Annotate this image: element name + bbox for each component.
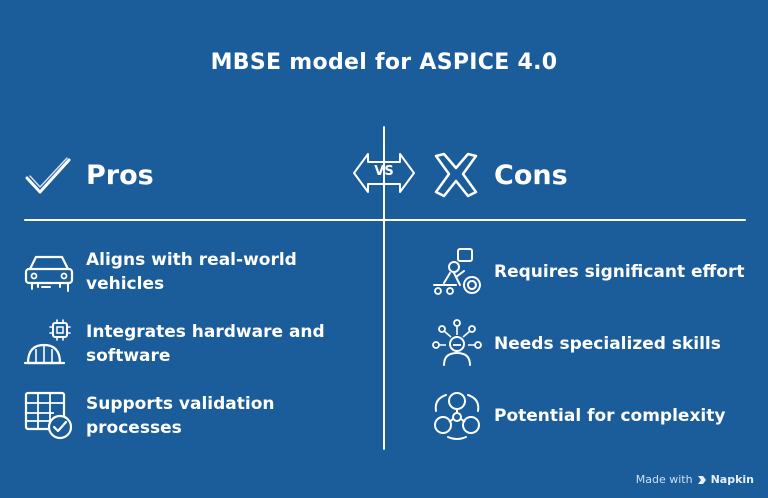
pros-item: Aligns with real-world vehicles — [24, 247, 346, 297]
pros-item-label: Integrates hardware and software — [86, 322, 325, 366]
cons-item: Requires significant effort — [432, 247, 754, 297]
pros-item: Integrates hardware and software — [23, 319, 346, 369]
complexity-icon — [434, 392, 480, 440]
cons-heading: Cons — [494, 160, 568, 191]
cons-item: Potential for complexity — [432, 391, 754, 441]
effort-icon — [433, 248, 481, 295]
watermark: Made with Napkin — [636, 473, 754, 486]
napkin-logo-icon — [697, 475, 706, 484]
cons-item: Needs specialized skills — [432, 319, 754, 369]
column-divider — [383, 126, 385, 450]
cons-item-label: Requires significant effort — [494, 262, 745, 282]
cross-icon — [434, 152, 478, 198]
checkmark-icon — [25, 157, 71, 194]
napkin-brand: Napkin — [710, 473, 754, 486]
cons-item-label: Potential for complexity — [494, 406, 726, 426]
pros-item-label: Aligns with real-world vehicles — [86, 250, 297, 294]
page-title: MBSE model for ASPICE 4.0 — [210, 50, 558, 75]
cons-item-label: Needs specialized skills — [494, 334, 721, 354]
checklist-icon — [24, 391, 73, 440]
pros-item: Supports validation processes — [24, 391, 346, 441]
skills-icon — [432, 319, 482, 366]
chip-worker-icon — [23, 319, 71, 365]
pros-item-label: Supports validation processes — [86, 394, 275, 438]
pros-heading: Pros — [86, 160, 154, 191]
made-with-text: Made with — [635, 473, 693, 486]
header-divider — [24, 219, 746, 221]
car-icon — [24, 255, 74, 292]
